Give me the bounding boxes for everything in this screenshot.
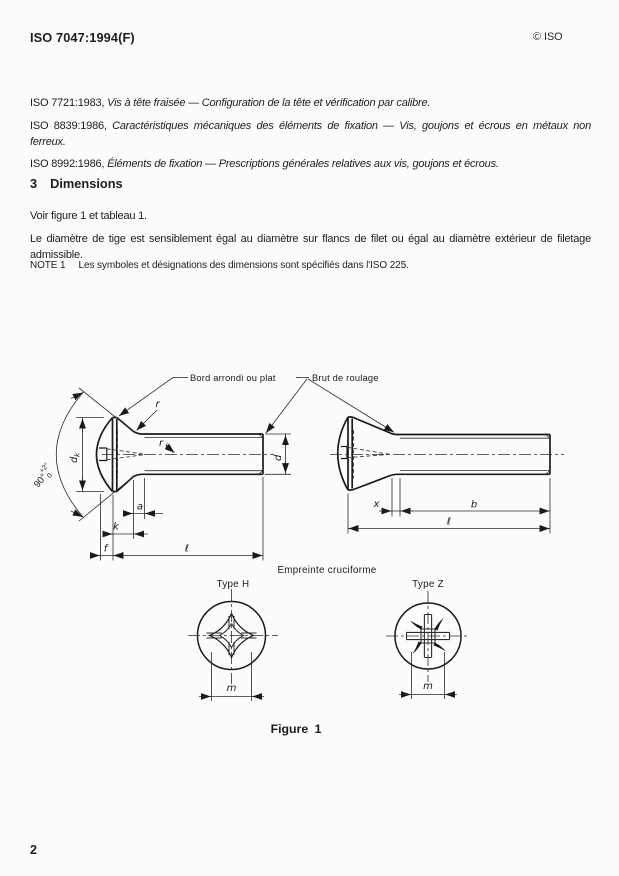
dim-label-rf-sub: f [165, 442, 169, 451]
recess-title-label: Empreinte cruciforme [277, 565, 376, 576]
note-1: NOTE 1 Les symboles et désignations des d… [30, 260, 591, 271]
reference-1: ISO 7721:1983, Vis à tête fraisée — Conf… [30, 95, 591, 111]
dim-label-rf-main: r [159, 438, 164, 449]
reference-2: ISO 8839:1986, Caractéristiques mécaniqu… [30, 118, 591, 151]
note-label: NOTE 1 [30, 260, 66, 271]
svg-text:d: d [273, 454, 284, 461]
recess-type-z-view [386, 591, 470, 699]
dim-label-d: d [273, 454, 284, 461]
reference-3: ISO 8992:1986, Éléments de fixation — Pr… [30, 156, 591, 172]
doc-number: ISO 7047:1994(F) [30, 30, 135, 45]
dim-angle-zero: 0 [46, 472, 54, 480]
dim-label-m-z: m [423, 681, 433, 692]
dim-label-a: a [137, 502, 143, 513]
dim-label-b: b [471, 500, 477, 511]
copyright-notice: © ISO [533, 31, 563, 43]
right-screw-view [330, 416, 564, 534]
page-number: 2 [30, 843, 37, 857]
reference-3-title: Éléments de fixation — Prescriptions gén… [107, 158, 499, 170]
dim-label-m-h: m [227, 683, 237, 694]
reference-2-number: ISO 8839:1986, [30, 120, 107, 132]
paragraph-see: Voir figure 1 et tableau 1. [30, 210, 147, 222]
note-text: Les symboles et désignations des dimensi… [78, 260, 409, 271]
section-number: 3 [30, 176, 38, 191]
callout-edge-label: Bord arrondi ou plat [190, 373, 276, 383]
figure-caption: Figure 1 [271, 722, 322, 736]
section-title: Dimensions [50, 176, 123, 191]
paragraph-shank-line2: admissible. [30, 249, 83, 262]
paragraph-shank-line1: Le diamètre de tige est sensiblement éga… [30, 233, 591, 245]
dim-label-l-right: ℓ [447, 517, 451, 528]
reference-3-number: ISO 8992:1986, [30, 158, 105, 170]
dim-dk-sub: k [73, 452, 82, 457]
dim-label-x: x [373, 499, 380, 510]
paragraph-shank: Le diamètre de tige est sensiblement éga… [30, 231, 591, 264]
dim-label-dk: d k [69, 452, 82, 463]
left-screw-view [56, 377, 395, 561]
dim-label-l-left: ℓ [185, 544, 189, 555]
reference-1-title: Vis à tête fraisée — Configuration de la… [107, 97, 431, 109]
type-z-label: Type Z [412, 579, 444, 590]
reference-1-number: ISO 7721:1983, [30, 97, 105, 109]
dim-label-angle: 90° +2° 0 [32, 461, 54, 490]
dim-dk-main: d [69, 456, 80, 463]
dim-label-r: r [155, 399, 160, 410]
reference-2-title-line2: ferreux. [30, 136, 66, 149]
dim-label-k: k [113, 522, 120, 533]
callout-thread-label: Brut de roulage [312, 373, 379, 383]
dim-label-f: f [104, 544, 109, 555]
recess-type-h-view [188, 589, 278, 701]
section-heading: 3 Dimensions [30, 176, 123, 191]
type-h-label: Type H [217, 579, 250, 590]
reference-2-title-line1: Caractéristiques mécaniques des éléments… [112, 120, 591, 132]
